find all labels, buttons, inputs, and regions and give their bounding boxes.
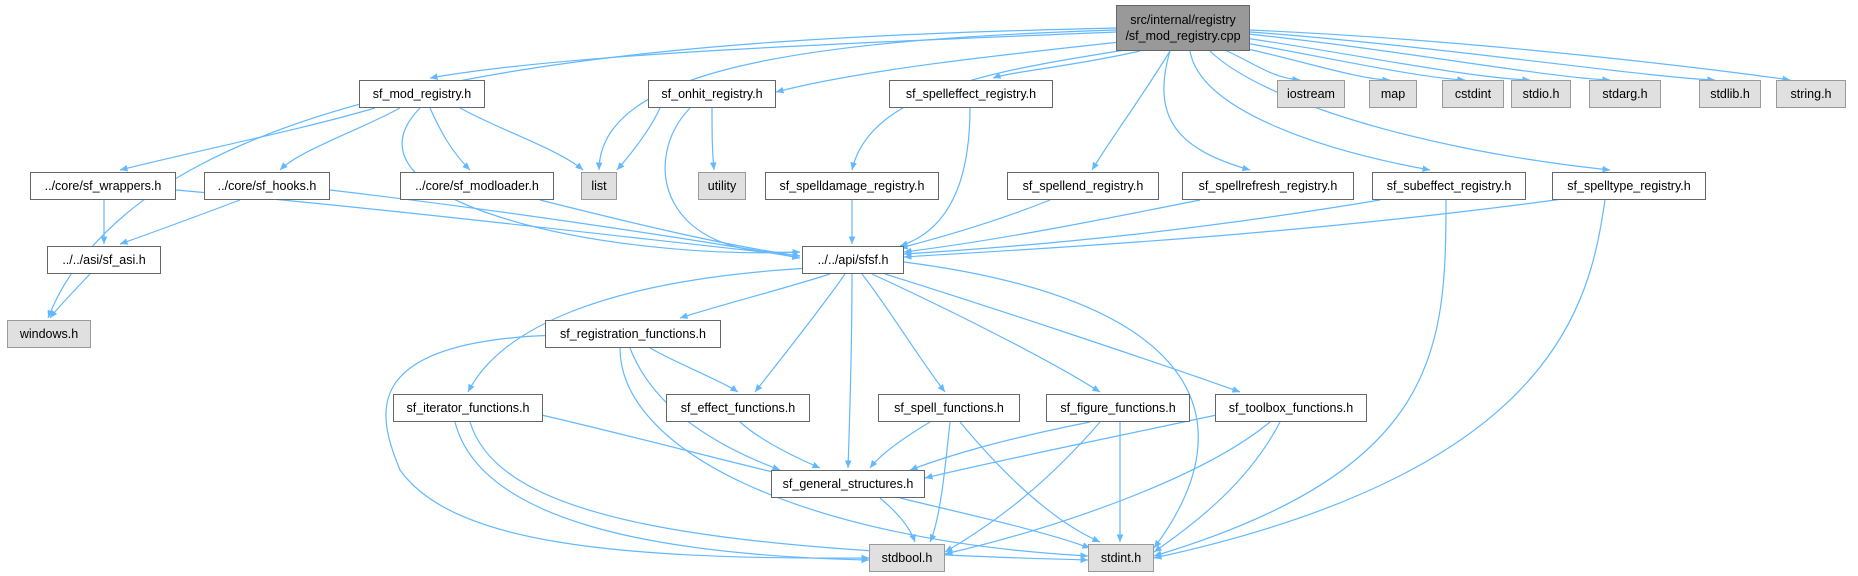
edge-sfsf-spell bbox=[861, 273, 946, 393]
edge-subeffect-sfsf bbox=[903, 199, 1381, 257]
edge-subeffect-stdint bbox=[1153, 199, 1447, 558]
node-core-sf-wrappers-h[interactable]: ../core/sf_wrappers.h bbox=[30, 172, 176, 200]
edge-root-stdarg bbox=[1247, 33, 1611, 84]
edge-figure-stdbool bbox=[944, 421, 1101, 553]
node-sf-spelltype-registry-h[interactable]: sf_spelltype_registry.h bbox=[1552, 172, 1706, 200]
node-sf-general-structures-h[interactable]: sf_general_structures.h bbox=[771, 470, 925, 498]
node-utility: utility bbox=[698, 172, 746, 200]
node-stdbool-h: stdbool.h bbox=[869, 544, 945, 572]
node-core-sf-hooks-h[interactable]: ../core/sf_hooks.h bbox=[204, 172, 330, 200]
node-list: list bbox=[581, 172, 617, 200]
edge-registration-effect bbox=[649, 347, 739, 393]
edge-hooks-asi bbox=[119, 199, 241, 245]
edge-mod-wrappers bbox=[119, 107, 376, 172]
node-sf-registration-functions-h[interactable]: sf_registration_functions.h bbox=[545, 320, 721, 348]
edge-figure-general bbox=[909, 421, 1091, 471]
edge-mod-list bbox=[459, 107, 584, 171]
edge-spell-general bbox=[869, 421, 931, 469]
node-sf-mod-registry-cpp: src/internal/registry /sf_mod_registry.c… bbox=[1116, 5, 1250, 51]
edge-spellrefresh-sfsf bbox=[903, 199, 1201, 255]
edge-root-string bbox=[1249, 29, 1791, 83]
node-stdarg-h: stdarg.h bbox=[1589, 80, 1661, 108]
edge-toolbox-stdbool bbox=[944, 421, 1271, 556]
node-stdint-h: stdint.h bbox=[1088, 544, 1154, 572]
edge-spelltype-sfsf bbox=[903, 197, 1571, 260]
node-sf-spellrefresh-registry-h[interactable]: sf_spellrefresh_registry.h bbox=[1182, 172, 1354, 200]
root-label-line1: src/internal/registry bbox=[1130, 13, 1236, 27]
edge-root-stdlib bbox=[1249, 31, 1716, 84]
edge-mod-hooks bbox=[279, 107, 401, 171]
edge-spelleffect-sfsf bbox=[899, 107, 971, 247]
edge-mod-modloader bbox=[429, 107, 471, 171]
node-sf-spelleffect-registry-h[interactable]: sf_spelleffect_registry.h bbox=[889, 80, 1053, 108]
edge-spell-stdint bbox=[959, 421, 1101, 543]
node-string-h: string.h bbox=[1776, 80, 1846, 108]
edge-sfsf-effect bbox=[754, 273, 846, 393]
edge-registration-stdint bbox=[619, 347, 1089, 559]
edge-general-stdint bbox=[899, 497, 1091, 549]
edge-sfsf-iterator bbox=[467, 267, 811, 393]
edge-root-spelldamage bbox=[850, 49, 1126, 171]
edge-root-map bbox=[1229, 44, 1391, 84]
edge-modloader-sfsf bbox=[539, 199, 801, 259]
edge-spell-stdbool bbox=[929, 421, 951, 543]
node-cstdint: cstdint bbox=[1442, 80, 1504, 108]
node-stdlib-h: stdlib.h bbox=[1699, 80, 1761, 108]
edge-onhit-utility bbox=[709, 107, 717, 171]
edge-root-spellend bbox=[1091, 50, 1171, 171]
node-iostream: iostream bbox=[1277, 80, 1345, 108]
node-sf-figure-functions-h[interactable]: sf_figure_functions.h bbox=[1046, 394, 1190, 422]
edge-effect-general bbox=[739, 421, 821, 469]
edge-registration-stdbool bbox=[385, 334, 870, 562]
root-label-line2: /sf_mod_registry.cpp bbox=[1125, 29, 1241, 43]
edge-toolbox-stdint bbox=[1153, 421, 1281, 553]
edge-root-list bbox=[595, 29, 1117, 171]
edge-sfsf-general bbox=[844, 273, 853, 469]
edge-sfsf-toolbox bbox=[884, 273, 1241, 393]
node-sf-mod-registry-h[interactable]: sf_mod_registry.h bbox=[359, 80, 485, 108]
edge-onhit-list bbox=[616, 107, 661, 171]
node-sf-effect-functions-h[interactable]: sf_effect_functions.h bbox=[666, 394, 810, 422]
edge-iterator-general bbox=[519, 409, 791, 478]
edge-asi-windows bbox=[49, 273, 91, 319]
edge-root-iostream bbox=[1219, 47, 1301, 83]
edge-root-cstdint bbox=[1239, 41, 1466, 84]
node-sf-onhit-registry-h[interactable]: sf_onhit_registry.h bbox=[648, 80, 776, 108]
edge-sfsf-figure bbox=[871, 273, 1101, 393]
node-sf-spelldamage-registry-h[interactable]: sf_spelldamage_registry.h bbox=[765, 172, 939, 200]
edge-general-stdbool bbox=[879, 497, 916, 543]
edge-spellend-sfsf bbox=[899, 199, 1051, 250]
edge-spelltype-stdint bbox=[1153, 199, 1606, 560]
edge-root-mod-registry bbox=[429, 31, 1117, 80]
edge-iterator-stdbool bbox=[454, 421, 870, 564]
edge-sfsf-registration bbox=[679, 273, 831, 319]
node-core-sf-modloader-h[interactable]: ../core/sf_modloader.h bbox=[400, 172, 554, 200]
node-asi-sf-asi-h[interactable]: ../../asi/sf_asi.h bbox=[47, 246, 161, 274]
node-map: map bbox=[1369, 80, 1417, 108]
node-sf-spell-functions-h[interactable]: sf_spell_functions.h bbox=[878, 394, 1020, 422]
edge-mod-sfsf bbox=[401, 107, 801, 256]
node-sf-toolbox-functions-h[interactable]: sf_toolbox_functions.h bbox=[1215, 394, 1367, 422]
edge-root-spelleffect bbox=[992, 50, 1141, 79]
edge-root-spellrefresh bbox=[1163, 50, 1251, 172]
node-sf-iterator-functions-h[interactable]: sf_iterator_functions.h bbox=[393, 394, 543, 422]
edge-root-spelltype bbox=[1209, 50, 1611, 173]
node-windows-h: windows.h bbox=[7, 320, 91, 348]
edge-sfsf-stdint bbox=[903, 261, 1199, 549]
node-sf-spellend-registry-h[interactable]: sf_spellend_registry.h bbox=[1007, 172, 1159, 200]
node-api-sfsf-h[interactable]: ../../api/sfsf.h bbox=[802, 246, 904, 274]
edge-root-subeffect bbox=[1189, 50, 1431, 172]
edge-root-stdio bbox=[1244, 37, 1531, 84]
node-sf-subeffect-registry-h[interactable]: sf_subeffect_registry.h bbox=[1372, 172, 1526, 200]
node-stdio-h: stdio.h bbox=[1511, 80, 1571, 108]
edge-root-onhit bbox=[775, 41, 1121, 94]
